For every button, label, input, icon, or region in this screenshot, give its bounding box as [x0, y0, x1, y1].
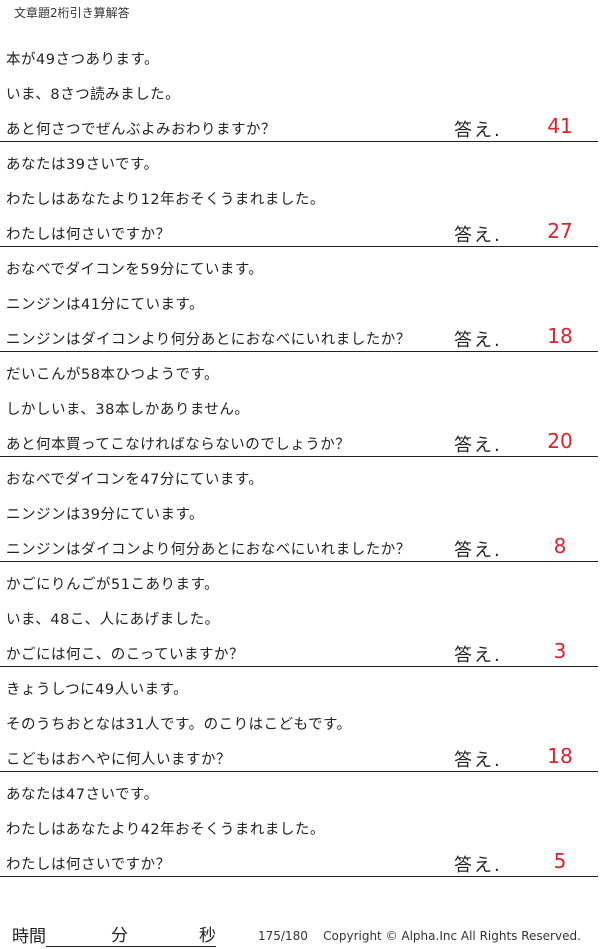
- problem-line: わたしは何さいですか？: [6, 857, 171, 873]
- footer-info: 175/180 Copyright © Alpha.Inc All Rights…: [258, 929, 581, 943]
- problem-line: 本が49さつあります。: [6, 52, 159, 68]
- problem-line: おなべでダイコンを59分にています。: [6, 262, 264, 278]
- answer-label: 答え.: [454, 225, 502, 246]
- time-record: 時間分秒: [12, 922, 216, 947]
- problem-item: あなたは47さいです。わたしはあなたより42年おそくうまれました。わたしは何さい…: [0, 771, 598, 877]
- problem-item: かごにりんごが51こあります。いま、48こ、人にあげました。かごには何こ、のこっ…: [0, 561, 598, 667]
- problem-item: おなべでダイコンを47分にています。ニンジンは39分にています。ニンジンはダイコ…: [0, 456, 598, 562]
- problem-line: かごにりんごが51こあります。: [6, 577, 219, 593]
- answer-label: 答え.: [454, 540, 502, 561]
- problem-line: だいこんが58本ひつようです。: [6, 367, 219, 383]
- answer-value: 27: [547, 219, 573, 243]
- problem-item: だいこんが58本ひつようです。しかしいま、38本しかありません。あと何本買ってこ…: [0, 351, 598, 457]
- page-number: 175/180: [258, 929, 308, 943]
- problem-line: あと何さつでぜんぶよみおわりますか？: [6, 122, 276, 138]
- problem-line: こどもはおへやに何人いますか？: [6, 752, 231, 768]
- answer-label: 答え.: [454, 645, 502, 666]
- answer-value: 20: [547, 429, 573, 453]
- problem-item: きょうしつに49人います。そのうちおとなは31人です。のこりはこどもです。こども…: [0, 666, 598, 772]
- answer-value: 5: [553, 849, 567, 873]
- answer-label: 答え.: [454, 120, 502, 141]
- answer-label: 答え.: [454, 750, 502, 771]
- problem-line: わたしは何さいですか？: [6, 227, 171, 243]
- problem-line: きょうしつに49人います。: [6, 682, 189, 698]
- answer-value: 8: [553, 534, 567, 558]
- answer-label: 答え.: [454, 435, 502, 456]
- problem-line: いま、8さつ読みました。: [6, 87, 181, 103]
- answer-value: 41: [547, 114, 573, 138]
- problem-line: いま、48こ、人にあげました。: [6, 612, 220, 628]
- answer-value: 18: [547, 324, 573, 348]
- problem-line: ニンジンは41分にています。: [6, 297, 204, 313]
- minutes-label: 分: [111, 926, 128, 946]
- answer-label: 答え.: [454, 855, 502, 876]
- problem-line: かごには何こ、のこっていますか？: [6, 647, 244, 663]
- problem-line: あなたは47さいです。: [6, 787, 159, 803]
- time-blank: 分秒: [46, 926, 216, 947]
- answer-value: 18: [547, 744, 573, 768]
- problem-line: ニンジンは39分にています。: [6, 507, 204, 523]
- problem-item: あなたは39さいです。わたしはあなたより12年おそくうまれました。わたしは何さい…: [0, 141, 598, 247]
- problem-line: わたしはあなたより42年おそくうまれました。: [6, 822, 325, 838]
- problem-line: あなたは39さいです。: [6, 157, 159, 173]
- problem-line: わたしはあなたより12年おそくうまれました。: [6, 192, 325, 208]
- problem-line: ニンジンはダイコンより何分あとにおなべにいれましたか？: [6, 332, 411, 348]
- answer-value: 3: [553, 639, 567, 663]
- copyright: Copyright © Alpha.Inc All Rights Reserve…: [323, 929, 581, 943]
- problem-item: 本が49さつあります。いま、8さつ読みました。あと何さつでぜんぶよみおわりますか…: [0, 36, 598, 142]
- problem-line: おなべでダイコンを47分にています。: [6, 472, 264, 488]
- time-label: 時間: [12, 927, 46, 947]
- worksheet-title: 文章題2桁引き算解答: [14, 6, 130, 20]
- seconds-label: 秒: [199, 926, 216, 946]
- problem-line: ニンジンはダイコンより何分あとにおなべにいれましたか？: [6, 542, 411, 558]
- problem-line: あと何本買ってこなければならないのでしょうか？: [6, 437, 351, 453]
- problem-item: おなべでダイコンを59分にています。ニンジンは41分にています。ニンジンはダイコ…: [0, 246, 598, 352]
- problem-line: しかしいま、38本しかありません。: [6, 402, 250, 418]
- answer-label: 答え.: [454, 330, 502, 351]
- problem-line: そのうちおとなは31人です。のこりはこどもです。: [6, 717, 352, 733]
